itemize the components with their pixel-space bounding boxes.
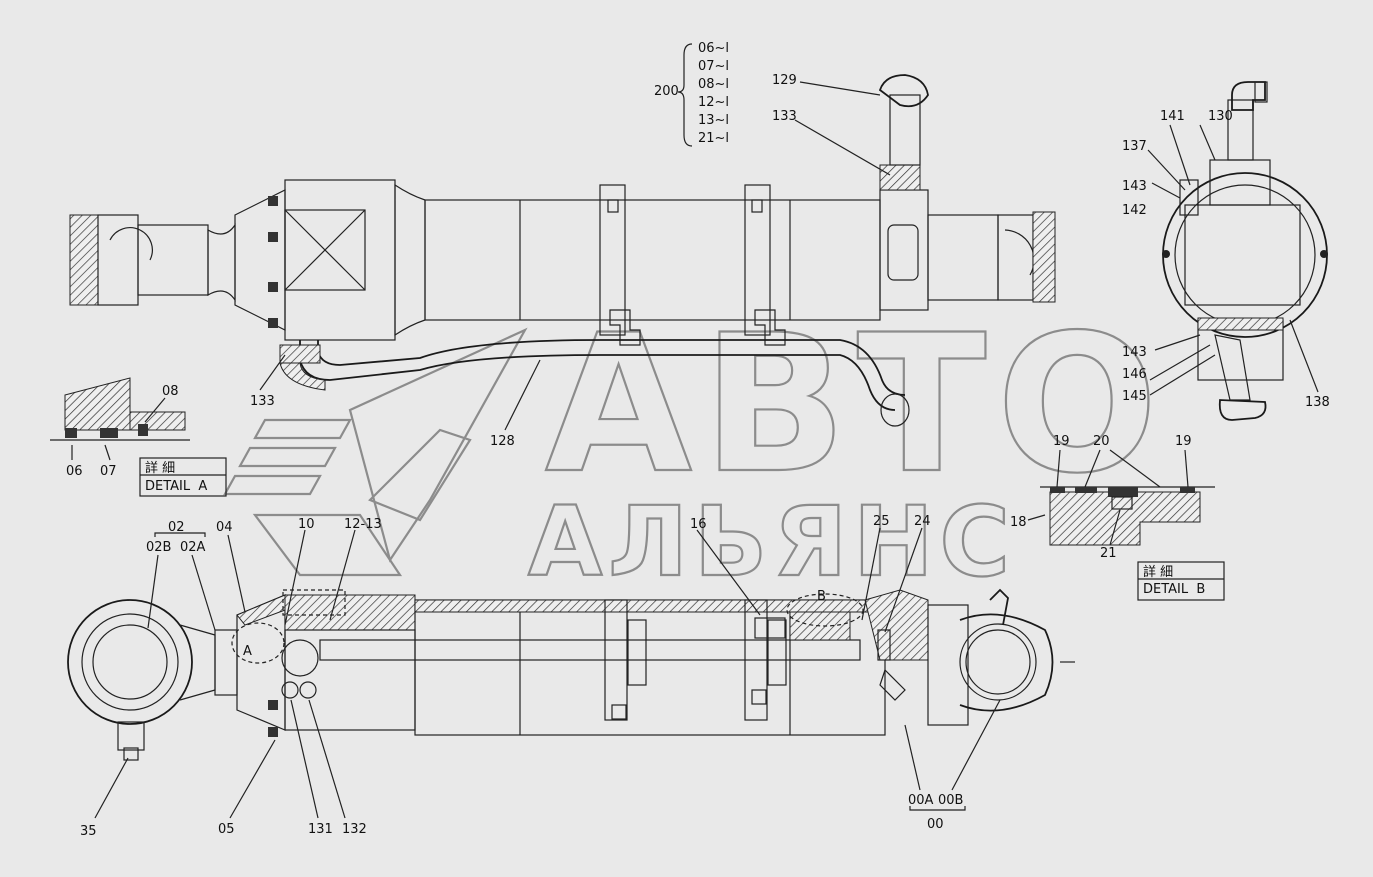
callout-131: 131 [308,822,333,837]
bottom-leaders [94,527,1001,819]
callout-130: 130 [1208,109,1233,124]
callout-141: 141 [1160,109,1185,124]
callout-05: 05 [218,822,235,837]
callout-00a: 00A [908,793,934,808]
serial-item: 21~l [698,131,729,146]
serial-item: 12~l [698,95,729,110]
callout-02: 02 [168,520,185,535]
top-cylinder-view [69,74,1056,427]
callout-138: 138 [1305,395,1330,410]
callout-35: 35 [80,824,97,839]
callout-143-top: 143 [1122,179,1147,194]
detail-b-box [1137,561,1225,601]
detail-b-label: DETAIL B [1143,582,1205,597]
callout-18: 18 [1010,515,1027,530]
callout-25: 25 [873,514,890,529]
bottom-cylinder-view [67,588,1075,761]
callout-142: 142 [1122,203,1147,218]
detail-a-box [139,457,227,497]
callout-145: 145 [1122,389,1147,404]
callout-16: 16 [690,517,707,532]
callout-12-13: 12-13 [344,517,382,532]
callout-06: 06 [66,464,83,479]
callout-02b: 02B [146,540,171,555]
end-view-leaders [1147,124,1319,396]
detail-a-kanji: 詳 細 [145,460,175,476]
callout-24: 24 [914,514,931,529]
detail-a-marker: A [243,644,252,659]
callout-04: 04 [216,520,233,535]
top-left-clevis [69,214,236,306]
callout-07: 07 [100,464,117,479]
watermark: АВТО АЛЬЯНС [223,293,1168,599]
callout-132: 132 [342,822,367,837]
serial-item: 08~l [698,77,729,92]
clamp-1 [599,184,641,346]
serial-item: 07~l [698,59,729,74]
callout-133-top: 133 [772,109,797,124]
watermark-line2: АЛЬЯНС [528,486,1016,598]
end-view [1162,81,1328,421]
callout-00: 00 [927,817,944,832]
detail-a-label: DETAIL A [145,479,207,494]
callout-143-bottom: 143 [1122,345,1147,360]
callout-128: 128 [490,434,515,449]
detail-b: 19 20 19 18 21 詳 細 DETAIL B [1010,434,1225,601]
serial-group: 200 06~l 07~l 08~l 12~l 13~l 21~l [654,41,729,147]
callout-02a: 02A [180,540,206,555]
callout-133-pipe: 133 [250,394,275,409]
callout-129: 129 [772,73,797,88]
watermark-line1: АВТО [545,294,1168,515]
detail-a: 08 06 07 詳 細 DETAIL A [50,377,227,497]
detail-b-marker: B [817,589,826,604]
detail-b-kanji: 詳 細 [1143,564,1173,580]
serial-group-label: 200 [654,84,679,99]
clamp-2 [744,184,786,346]
callout-19-right: 19 [1175,434,1192,449]
watermark-logo [223,327,528,577]
top-leaders [259,81,891,431]
callout-20: 20 [1093,434,1110,449]
serial-item: 13~l [698,113,729,128]
callout-00b: 00B [938,793,963,808]
callout-08: 08 [162,384,179,399]
callout-137: 137 [1122,139,1147,154]
serial-item: 06~l [698,41,729,56]
callout-146: 146 [1122,367,1147,382]
callout-21: 21 [1100,546,1117,561]
callout-10: 10 [298,517,315,532]
bolt-row-top [268,196,278,328]
callout-19-left: 19 [1053,434,1070,449]
